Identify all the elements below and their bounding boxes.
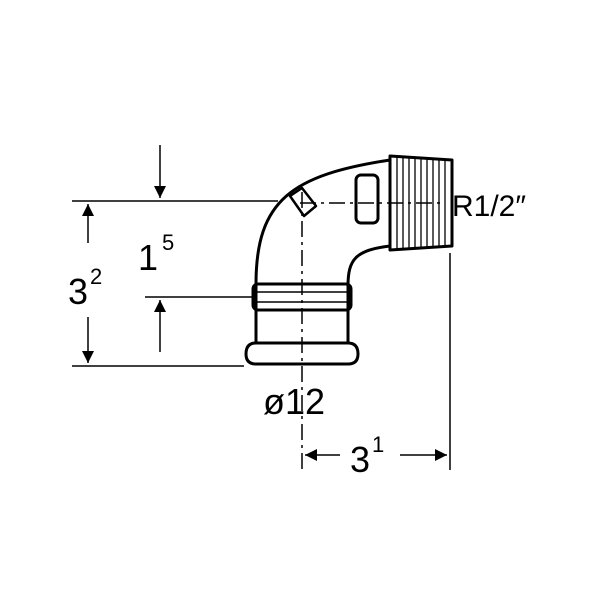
thread-label: R1/2″ [452, 190, 526, 223]
dimension-height-total-sup: 2 [90, 264, 102, 289]
dimension-width-total-sup: 1 [372, 432, 384, 457]
dimension-height-center-value: 1 [138, 237, 158, 278]
inspection-window [354, 173, 380, 225]
lug-mark [288, 186, 318, 218]
elbow-inner-wall [346, 244, 391, 287]
pipe-end-bead [244, 341, 360, 366]
elbow-outer-wall [254, 158, 391, 285]
dimension-width-total-value: 3 [350, 439, 370, 480]
centerlines [300, 192, 440, 470]
extension-lines [72, 200, 451, 470]
dimension-height-center-sup: 5 [162, 230, 174, 255]
dimension-height-total-value: 3 [68, 271, 88, 312]
diameter-label: ø12 [263, 381, 325, 422]
